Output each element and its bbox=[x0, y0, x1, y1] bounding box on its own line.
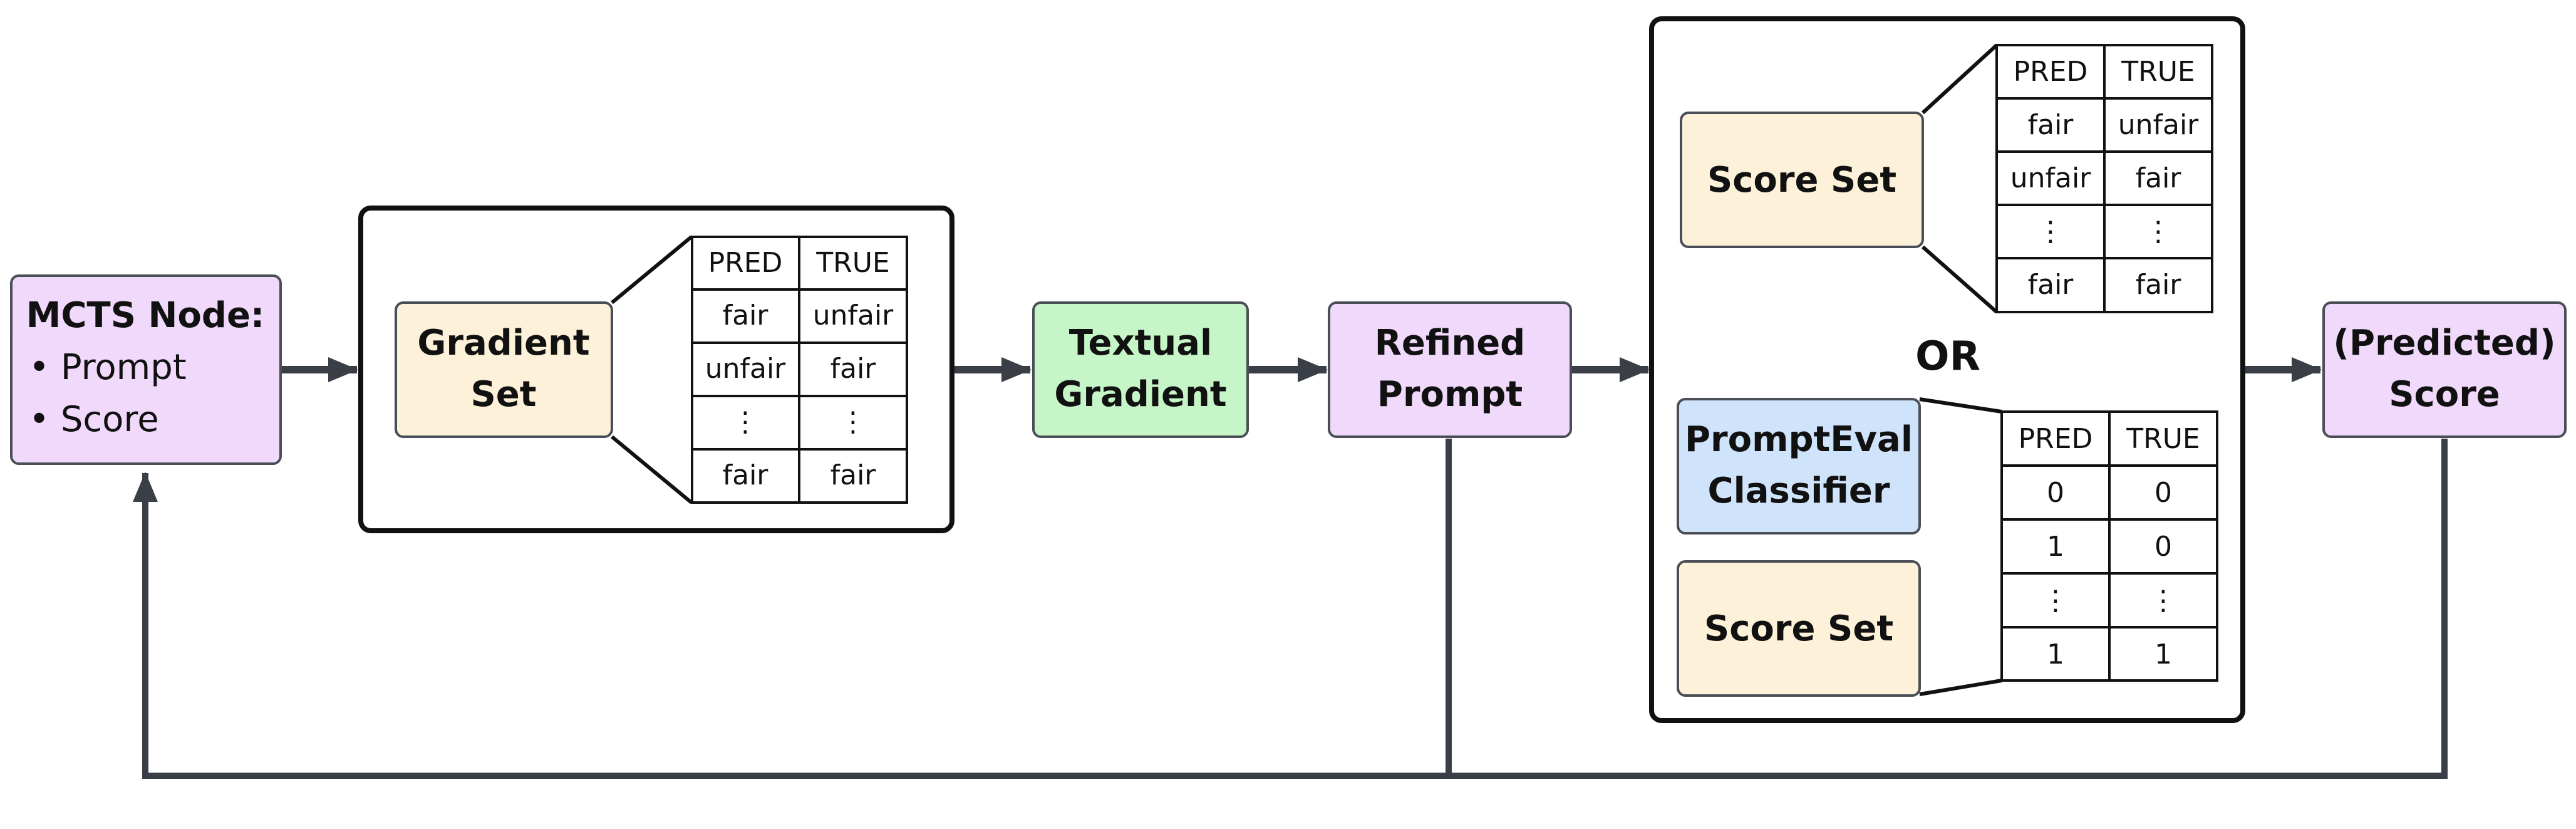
score-text-table-connector bbox=[1921, 43, 1999, 314]
score-text-table bbox=[1995, 44, 2213, 313]
predicted-score-label-line2: Score bbox=[2389, 374, 2500, 415]
prompteval-classifier-box bbox=[1677, 398, 1921, 534]
table-cell: ⋮ bbox=[2144, 216, 2172, 248]
table-cell: ⋮ bbox=[2149, 585, 2177, 617]
prompteval-classifier-label-line2: Classifier bbox=[1707, 471, 1890, 511]
table-header: PRED bbox=[2019, 423, 2093, 455]
mcts-node-bullet-score: • Score bbox=[29, 399, 159, 440]
score-set-bottom-node: Score Set bbox=[1677, 560, 1921, 697]
feedback-line bbox=[145, 439, 2448, 779]
table-header: PRED bbox=[2014, 56, 2088, 88]
mcts-node: MCTS Node: • Prompt • Score bbox=[10, 274, 282, 465]
gradient-set-box bbox=[395, 301, 613, 438]
gradient-table bbox=[691, 236, 908, 504]
textual-gradient-node: Textual Gradient bbox=[1032, 301, 1249, 438]
feedback-loop bbox=[145, 439, 2448, 779]
refined-prompt-node: Refined Prompt bbox=[1328, 301, 1572, 438]
table-cell: fair bbox=[723, 459, 769, 491]
refined-prompt-label-line2: Prompt bbox=[1377, 374, 1523, 415]
score-set-bottom-box bbox=[1677, 560, 1921, 697]
refined-prompt-box bbox=[1328, 301, 1572, 438]
textual-gradient-box bbox=[1032, 301, 1249, 438]
mcts-node-title: MCTS Node: bbox=[26, 295, 265, 336]
table-cell: 0 bbox=[2154, 477, 2172, 509]
textual-gradient-label-line2: Gradient bbox=[1054, 374, 1226, 415]
table-header: TRUE bbox=[2126, 423, 2200, 455]
prompteval-classifier-node: PromptEval Classifier bbox=[1677, 398, 1921, 534]
table-cell: fair bbox=[2028, 269, 2074, 301]
table-cell: unfair bbox=[2010, 162, 2091, 194]
predicted-score-node: (Predicted) Score bbox=[2322, 301, 2567, 438]
score-set-top-label: Score Set bbox=[1707, 160, 1896, 201]
table-cell: fair bbox=[723, 300, 769, 331]
table-cell: ⋮ bbox=[2042, 585, 2069, 617]
table-cell: unfair bbox=[813, 300, 894, 331]
table-cell: ⋮ bbox=[732, 406, 759, 438]
mcts-node-box bbox=[10, 274, 282, 465]
textual-gradient-label-line1: Textual bbox=[1069, 323, 1212, 363]
table-header: TRUE bbox=[815, 247, 889, 279]
prompteval-classifier-label-line1: PromptEval bbox=[1685, 419, 1913, 460]
table-cell: unfair bbox=[2118, 109, 2199, 141]
gradient-set-node: Gradient Set bbox=[395, 301, 613, 438]
gradient-table-text: PRED TRUE fair unfair unfair fair ⋮ ⋮ fa… bbox=[705, 247, 894, 491]
table-cell: 1 bbox=[2154, 639, 2172, 670]
table-cell: 0 bbox=[2047, 477, 2064, 509]
table-cell: 1 bbox=[2047, 531, 2064, 563]
gradient-set-label-line1: Gradient bbox=[417, 323, 589, 363]
table-cell: 1 bbox=[2047, 639, 2064, 670]
table-header: PRED bbox=[708, 247, 783, 279]
table-cell: ⋮ bbox=[839, 406, 867, 438]
or-label: OR bbox=[1915, 333, 1980, 380]
table-cell: fair bbox=[830, 459, 877, 491]
score-numeric-table-connector bbox=[1919, 397, 2002, 696]
table-cell: ⋮ bbox=[2037, 216, 2064, 248]
table-cell: fair bbox=[2136, 162, 2182, 194]
table-cell: 0 bbox=[2154, 531, 2172, 563]
score-set-bottom-label: Score Set bbox=[1704, 608, 1893, 649]
table-cell: fair bbox=[2136, 269, 2182, 301]
table-cell: fair bbox=[830, 353, 877, 385]
table-header: TRUE bbox=[2121, 56, 2195, 88]
score-set-top-node: Score Set bbox=[1680, 112, 1924, 248]
table-cell: unfair bbox=[705, 353, 786, 385]
predicted-score-label-line1: (Predicted) bbox=[2333, 323, 2555, 363]
score-numeric-table-text: PRED TRUE 0 0 1 0 ⋮ ⋮ 1 1 bbox=[2019, 423, 2200, 670]
score-set-top-box bbox=[1680, 112, 1924, 248]
mcts-node-bullet-prompt: • Prompt bbox=[29, 347, 187, 388]
score-text-table-text: PRED TRUE fair unfair unfair fair ⋮ ⋮ fa… bbox=[2010, 56, 2199, 301]
predicted-score-box bbox=[2322, 301, 2567, 438]
gradient-table-connector bbox=[611, 235, 693, 504]
score-numeric-table bbox=[2000, 410, 2218, 682]
gradient-set-label-line2: Set bbox=[470, 374, 536, 415]
refined-prompt-label-line1: Refined bbox=[1375, 323, 1526, 363]
table-cell: fair bbox=[2028, 109, 2074, 141]
